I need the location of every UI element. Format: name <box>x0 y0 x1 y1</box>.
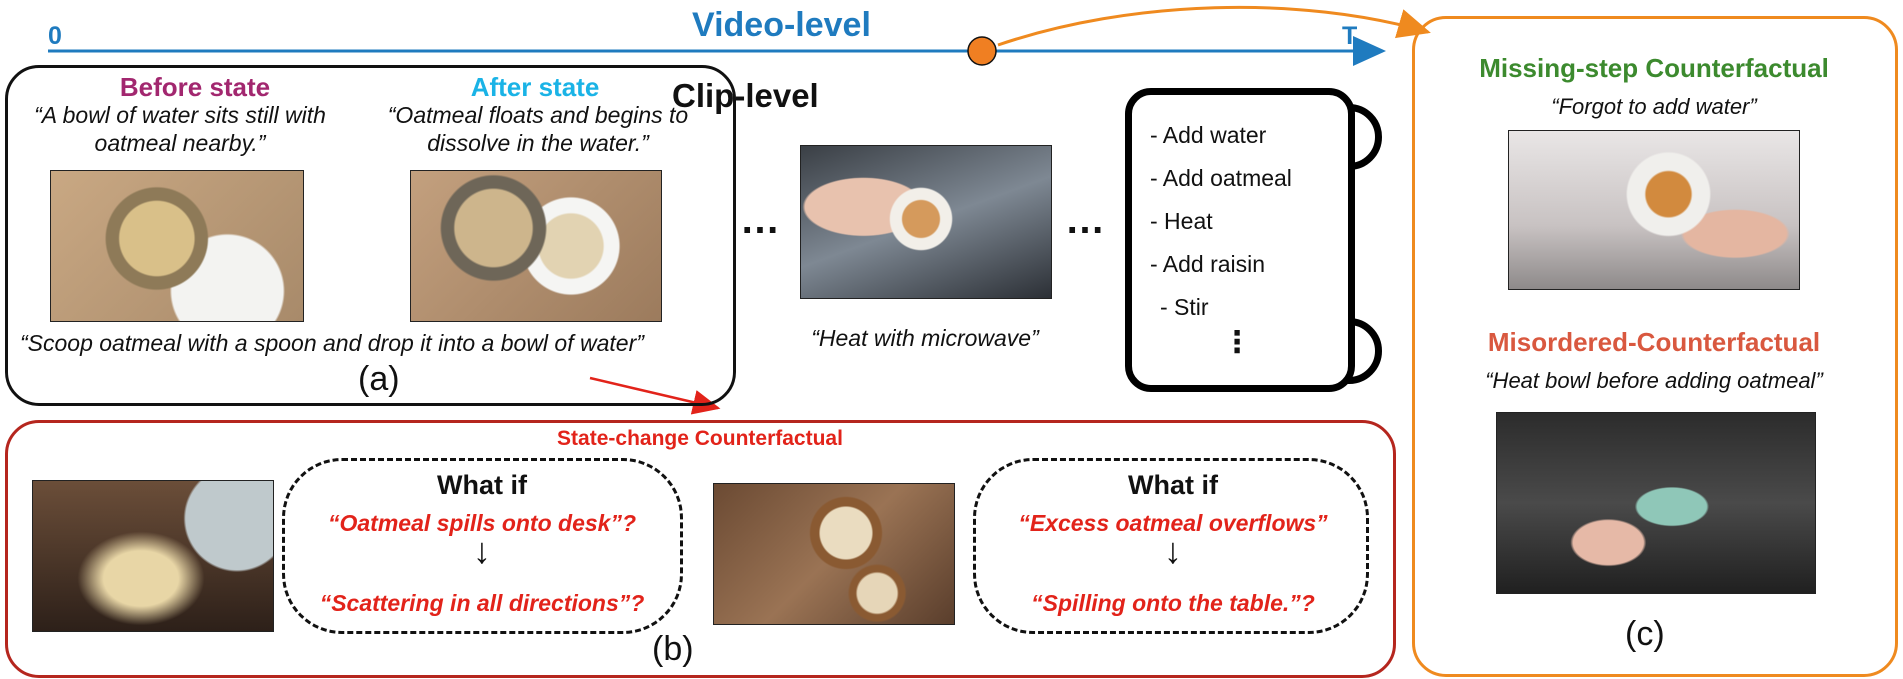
timeline-marker <box>967 36 997 66</box>
what-if-question-2: “Excess oatmeal overflows” <box>1018 510 1328 536</box>
what-if-answer-1: “Scattering in all directions”? <box>319 590 645 616</box>
missing-step-caption: “Forgot to add water” <box>1551 94 1757 119</box>
clip-action-caption: “Scoop oatmeal with a spoon and drop it … <box>20 330 644 356</box>
before-state-image <box>50 170 304 322</box>
counterfactual-box <box>1412 16 1898 677</box>
before-state-caption: “A bowl of water sits still with oatmeal… <box>34 102 326 156</box>
step-item: - Stir <box>1160 294 1209 320</box>
what-if-label-1: What if <box>437 470 527 500</box>
timeline-start-label: 0 <box>48 22 62 50</box>
spilled-oatmeal-image <box>32 480 274 632</box>
what-if-question-1: “Oatmeal spills onto desk”? <box>327 510 637 536</box>
heat-with-microwave-caption: “Heat with microwave” <box>811 325 1039 351</box>
step-list: - Add water - Add oatmeal - Heat - Add r… <box>1150 122 1350 337</box>
what-if-arrow-2: ↓ <box>1164 530 1182 571</box>
ellipsis-right: … <box>1065 198 1105 242</box>
timeline-title: Video-level <box>692 6 871 44</box>
before-state-title: Before state <box>119 72 271 102</box>
heat-with-microwave-image <box>800 145 1052 299</box>
what-if-answer-2: “Spilling onto the table.”? <box>1031 590 1315 616</box>
after-state-image <box>410 170 662 322</box>
marker-to-counterfactual-arrow <box>997 5 1431 47</box>
clip-level-title: Clip-level <box>672 77 819 114</box>
missing-step-title: Missing-step Counterfactual <box>1479 53 1829 83</box>
step-list-scroll <box>1125 88 1355 392</box>
timeline-end-label: T <box>1342 22 1358 50</box>
missing-step-image <box>1508 130 1800 290</box>
state-change-title: State-change Counterfactual <box>557 427 843 450</box>
step-list-more: ⋮ <box>1222 326 1252 359</box>
what-if-label-2: What if <box>1128 470 1218 500</box>
panel-a-label: (a) <box>358 360 400 398</box>
what-if-bubble-2 <box>973 458 1369 634</box>
what-if-bubble-1 <box>282 458 683 634</box>
after-state-title: After state <box>470 72 600 102</box>
misordered-image <box>1496 412 1816 594</box>
after-state-caption: “Oatmeal floats and begins to dissolve i… <box>387 102 689 156</box>
what-if-arrow-1: ↓ <box>473 530 491 571</box>
misordered-title: Misordered-Counterfactual <box>1487 327 1821 357</box>
clip-level-box <box>5 65 736 406</box>
panel-c-label: (c) <box>1625 615 1665 653</box>
step-item: - Add raisin <box>1150 251 1266 277</box>
panel-b-label: (b) <box>652 630 694 668</box>
state-change-box <box>5 420 1396 678</box>
step-item: - Heat <box>1150 208 1213 234</box>
ellipsis-left: … <box>740 198 780 242</box>
oatmeal-bowl-image <box>713 483 955 625</box>
step-item: - Add oatmeal <box>1150 165 1292 191</box>
misordered-caption: “Heat bowl before adding oatmeal” <box>1485 368 1823 393</box>
step-item: - Add water <box>1150 122 1267 148</box>
